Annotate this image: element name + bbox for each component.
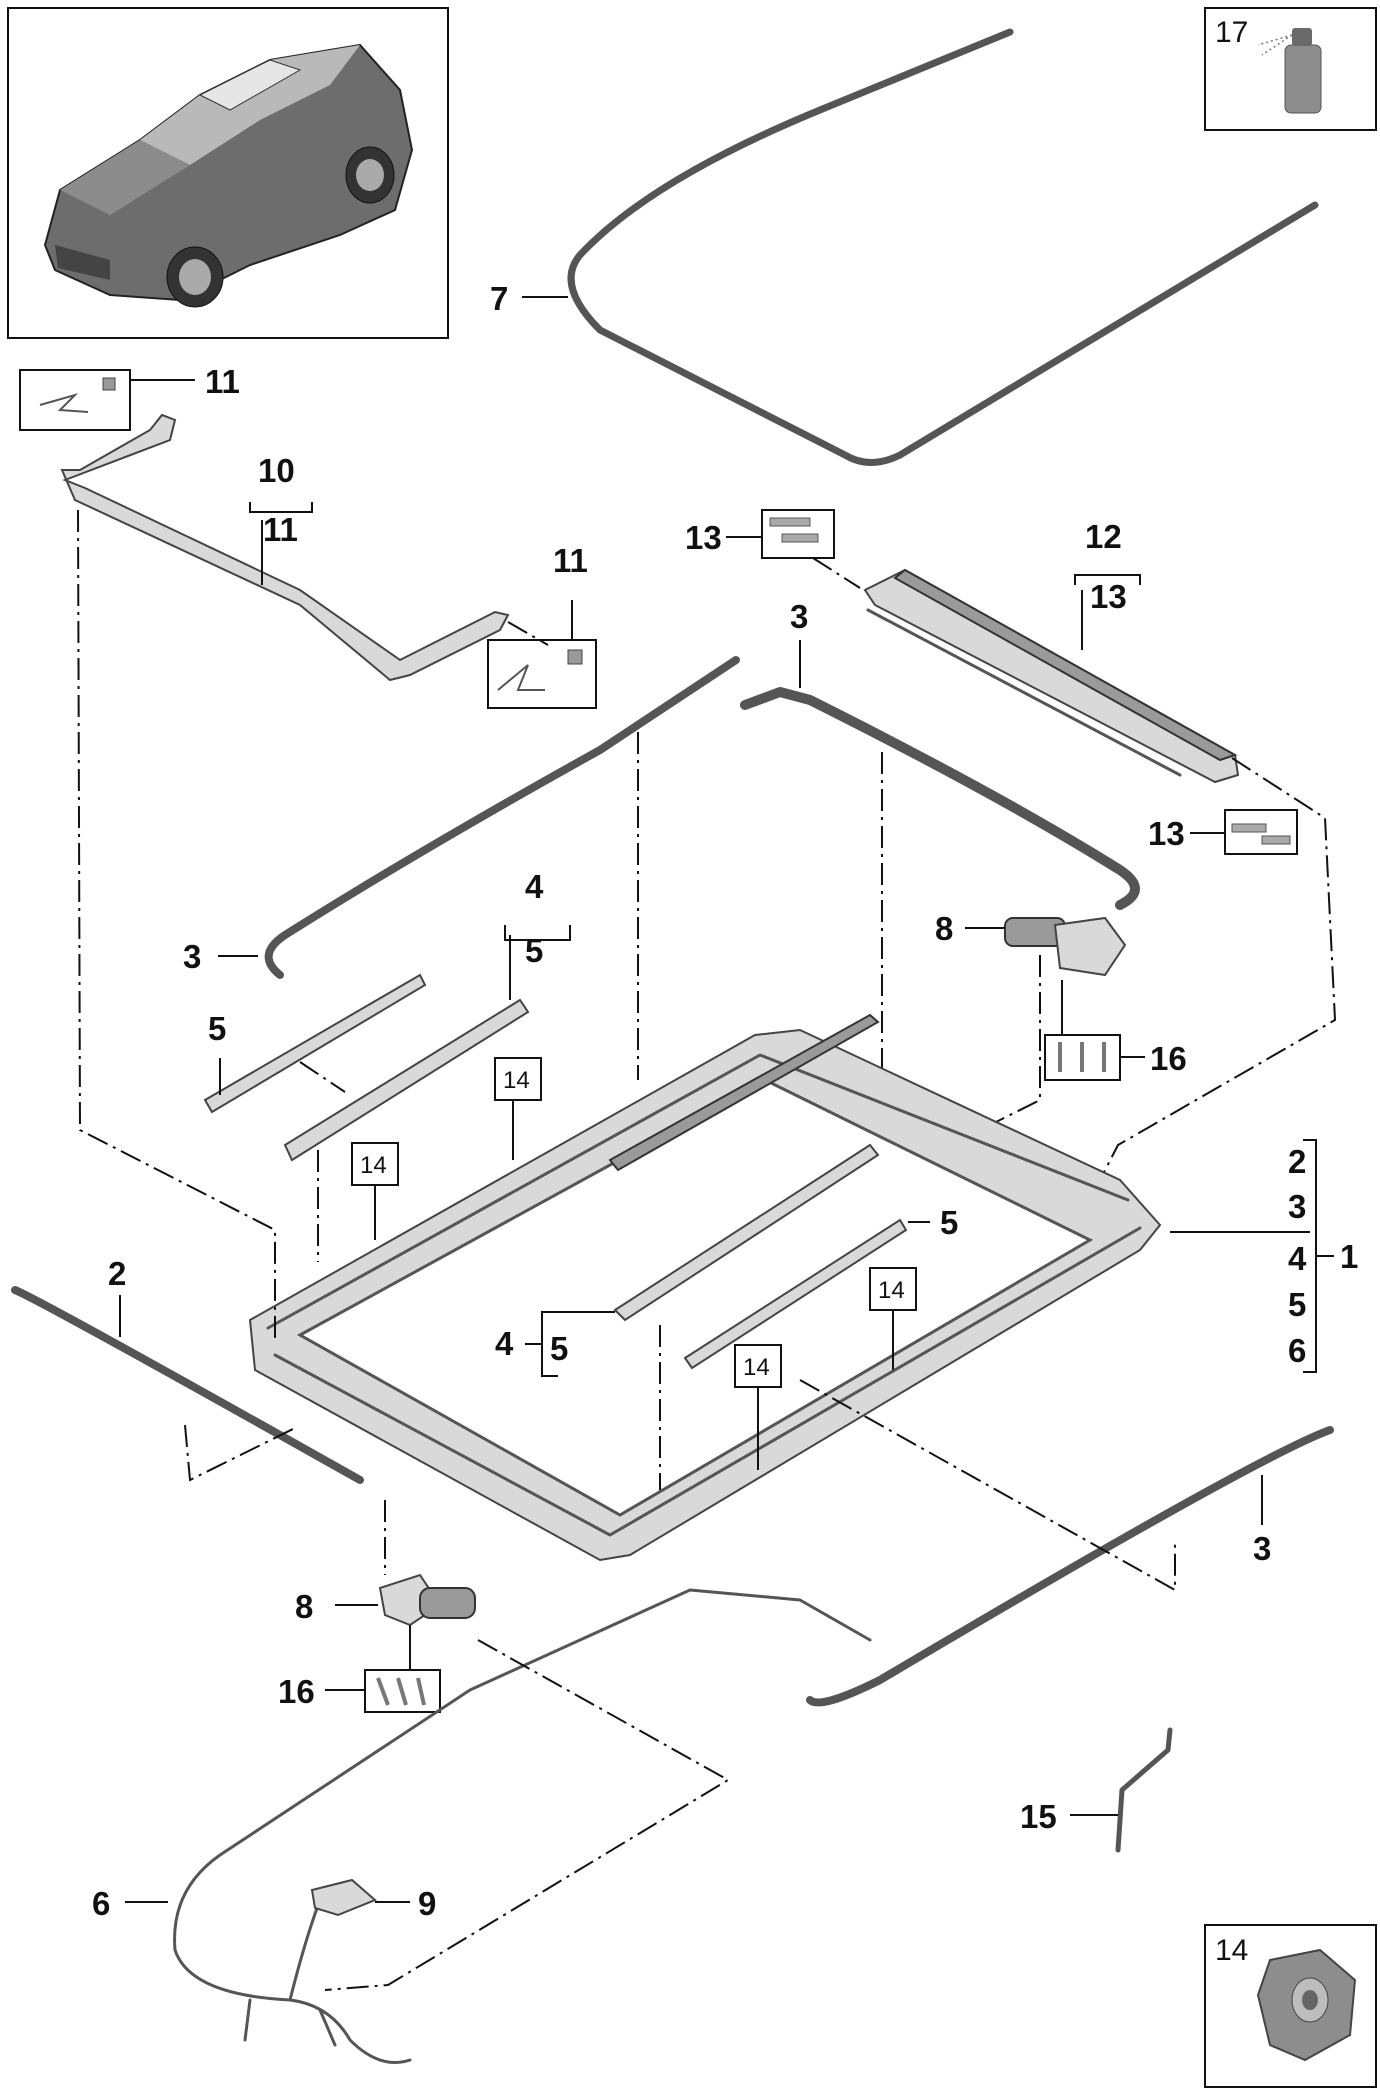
callout-6-r: 6 (1288, 1332, 1306, 1369)
part-8-drive-motor: 8 16 (935, 910, 1187, 1141)
callout-5-mid: 5 (940, 1204, 958, 1241)
callout-11-mid: 11 (553, 542, 588, 579)
part-8-drive-motor-lower: 8 16 (278, 1500, 476, 1713)
callout-6-bottom: 6 (92, 1885, 110, 1922)
clip-icon (497, 649, 583, 691)
callout-5-r: 5 (1288, 1286, 1306, 1323)
item-box-14-a: 14 (494, 1057, 542, 1160)
assembly-leader-lines (77, 509, 319, 1340)
callout-1: 1 (1340, 1238, 1358, 1275)
callout-13-right: 13 (1148, 815, 1185, 852)
part-1-sunroof-frame (248, 1013, 1162, 1562)
box-17-number: 17 (1215, 16, 1248, 49)
callout-13-top: 13 (685, 519, 722, 556)
item-box-14-c: 14 (869, 1267, 917, 1370)
spray-can-icon (1257, 28, 1322, 114)
item-box-14-e: 14 (0, 0, 27, 6)
callout-4-mid: 4 (495, 1325, 514, 1362)
part-2-drain-seal: 2 (11, 1255, 364, 1484)
callout-3-top: 3 (790, 598, 808, 635)
callout-group-1: 2 3 4 5 6 1 (1170, 1139, 1358, 1373)
callout-4-r: 4 (1288, 1240, 1307, 1277)
guide-icon (769, 517, 819, 543)
part-4-5-guide-rails: 4 5 5 (203, 868, 571, 1162)
callout-5-left: 5 (208, 1010, 226, 1047)
callout-16-bottom: 16 (278, 1673, 315, 1710)
clip-icon (39, 392, 89, 413)
callout-5-top: 5 (525, 932, 543, 969)
item-box-14-b: 14 (351, 1142, 399, 1240)
part-10-wind-deflector: 11 10 11 11 (19, 363, 597, 709)
part-12-roller-blind: 13 12 13 13 (685, 509, 1337, 1181)
callout-7: 7 (490, 280, 508, 317)
callout-8-bottom: 8 (295, 1588, 313, 1625)
part-3-rear-seal: 3 (799, 1379, 1334, 1707)
screws-icon (376, 1677, 426, 1706)
box-14-a-number: 14 (503, 1067, 530, 1094)
callout-13-sub: 13 (1090, 578, 1127, 615)
callout-15: 15 (1020, 1798, 1057, 1835)
callout-3-left: 3 (183, 938, 201, 975)
callout-4-top: 4 (525, 868, 544, 905)
item-box-14-d: 14 (734, 1344, 782, 1470)
screws-icon (1058, 1042, 1106, 1072)
item-box-14-main: 14 (1204, 1924, 1377, 2088)
box-14-c-number: 14 (878, 1277, 905, 1304)
callout-12: 12 (1085, 518, 1122, 555)
part-4-5-center-rails: 5 4 5 (495, 1143, 958, 1490)
nut-icon (1256, 1948, 1357, 2062)
callout-9: 9 (418, 1885, 436, 1922)
callout-10: 10 (258, 452, 295, 489)
part-6-wiring-harness: 6 9 (92, 1588, 872, 2064)
callout-11-top: 11 (205, 363, 240, 400)
item-box-17: 17 (1204, 7, 1377, 131)
part-3-seals: 3 3 (183, 598, 1140, 1080)
box-14-d-number: 14 (743, 1354, 770, 1381)
callout-8-top: 8 (935, 910, 953, 947)
callout-2-left: 2 (108, 1255, 126, 1292)
callout-2-r: 2 (1288, 1143, 1306, 1180)
box-14-b-number: 14 (360, 1152, 387, 1179)
callout-3-r: 3 (1288, 1188, 1306, 1225)
callout-11-sub: 11 (263, 511, 298, 548)
part-15-drain-hose: 15 (1020, 1727, 1173, 1853)
box-14-main-number: 14 (1215, 1934, 1248, 1967)
part-7-glass-seal: 7 (490, 28, 1319, 466)
vehicle-inset (7, 7, 449, 339)
vehicle-icon (43, 43, 414, 308)
callout-16-top: 16 (1150, 1040, 1187, 1077)
guide-icon (1231, 823, 1291, 845)
callout-3-bottom: 3 (1253, 1530, 1271, 1567)
callout-5-mid2: 5 (550, 1330, 568, 1367)
